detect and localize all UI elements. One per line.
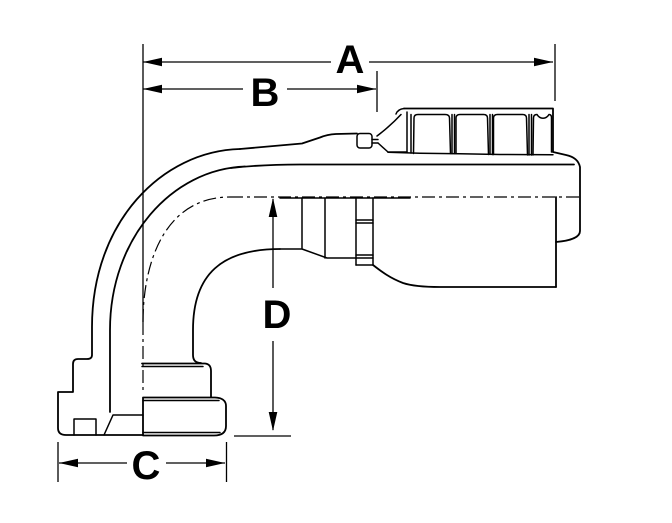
flange-hub-step <box>103 414 144 436</box>
socket-bottom <box>372 264 557 288</box>
dimension-b: B <box>143 71 378 115</box>
elbow-outer-profile <box>57 148 241 436</box>
dim-c-label: C <box>132 444 161 488</box>
dim-a-label: A <box>336 38 365 82</box>
sleeve-shoulder <box>552 151 581 243</box>
dim-b-label: B <box>251 71 280 115</box>
socket-left-collar <box>355 197 374 266</box>
dim-d-arrow-down <box>268 412 278 431</box>
fitting-outline <box>57 107 581 437</box>
nipple-cone-bottom <box>377 142 408 153</box>
bend-centerline-arc <box>142 196 231 323</box>
ferrule-bottom-line <box>387 151 554 156</box>
dim-a-arrow-right <box>534 57 553 67</box>
dim-d-arrow-up <box>268 198 278 217</box>
collar-clip <box>356 132 373 149</box>
dim-c-arrow-left <box>59 458 78 468</box>
ferrule-top-edge <box>403 107 554 153</box>
dimension-c: C <box>57 442 228 488</box>
dimension-a: A <box>142 38 556 322</box>
sleeve-top-line <box>230 163 575 169</box>
elbow-inner-wall <box>192 248 281 364</box>
dim-b-arrow-left <box>143 84 162 94</box>
ferrule-teeth <box>412 113 553 156</box>
flange-head <box>141 362 227 437</box>
centerlines <box>142 196 580 392</box>
dim-d-label: D <box>263 293 292 337</box>
dim-a-arrow-left <box>143 57 162 67</box>
dim-b-arrow-right <box>357 84 376 94</box>
dimension-d: D <box>234 198 292 437</box>
elbow-tube-left-wall <box>109 165 246 413</box>
dim-c-arrow-right <box>206 458 225 468</box>
flange-groove-notch <box>73 418 97 436</box>
bore-step-lines <box>279 248 357 259</box>
nipple-cone-bump <box>395 107 405 115</box>
nipple-cone-top <box>376 113 402 137</box>
sleeve-upper-profile <box>239 132 358 150</box>
